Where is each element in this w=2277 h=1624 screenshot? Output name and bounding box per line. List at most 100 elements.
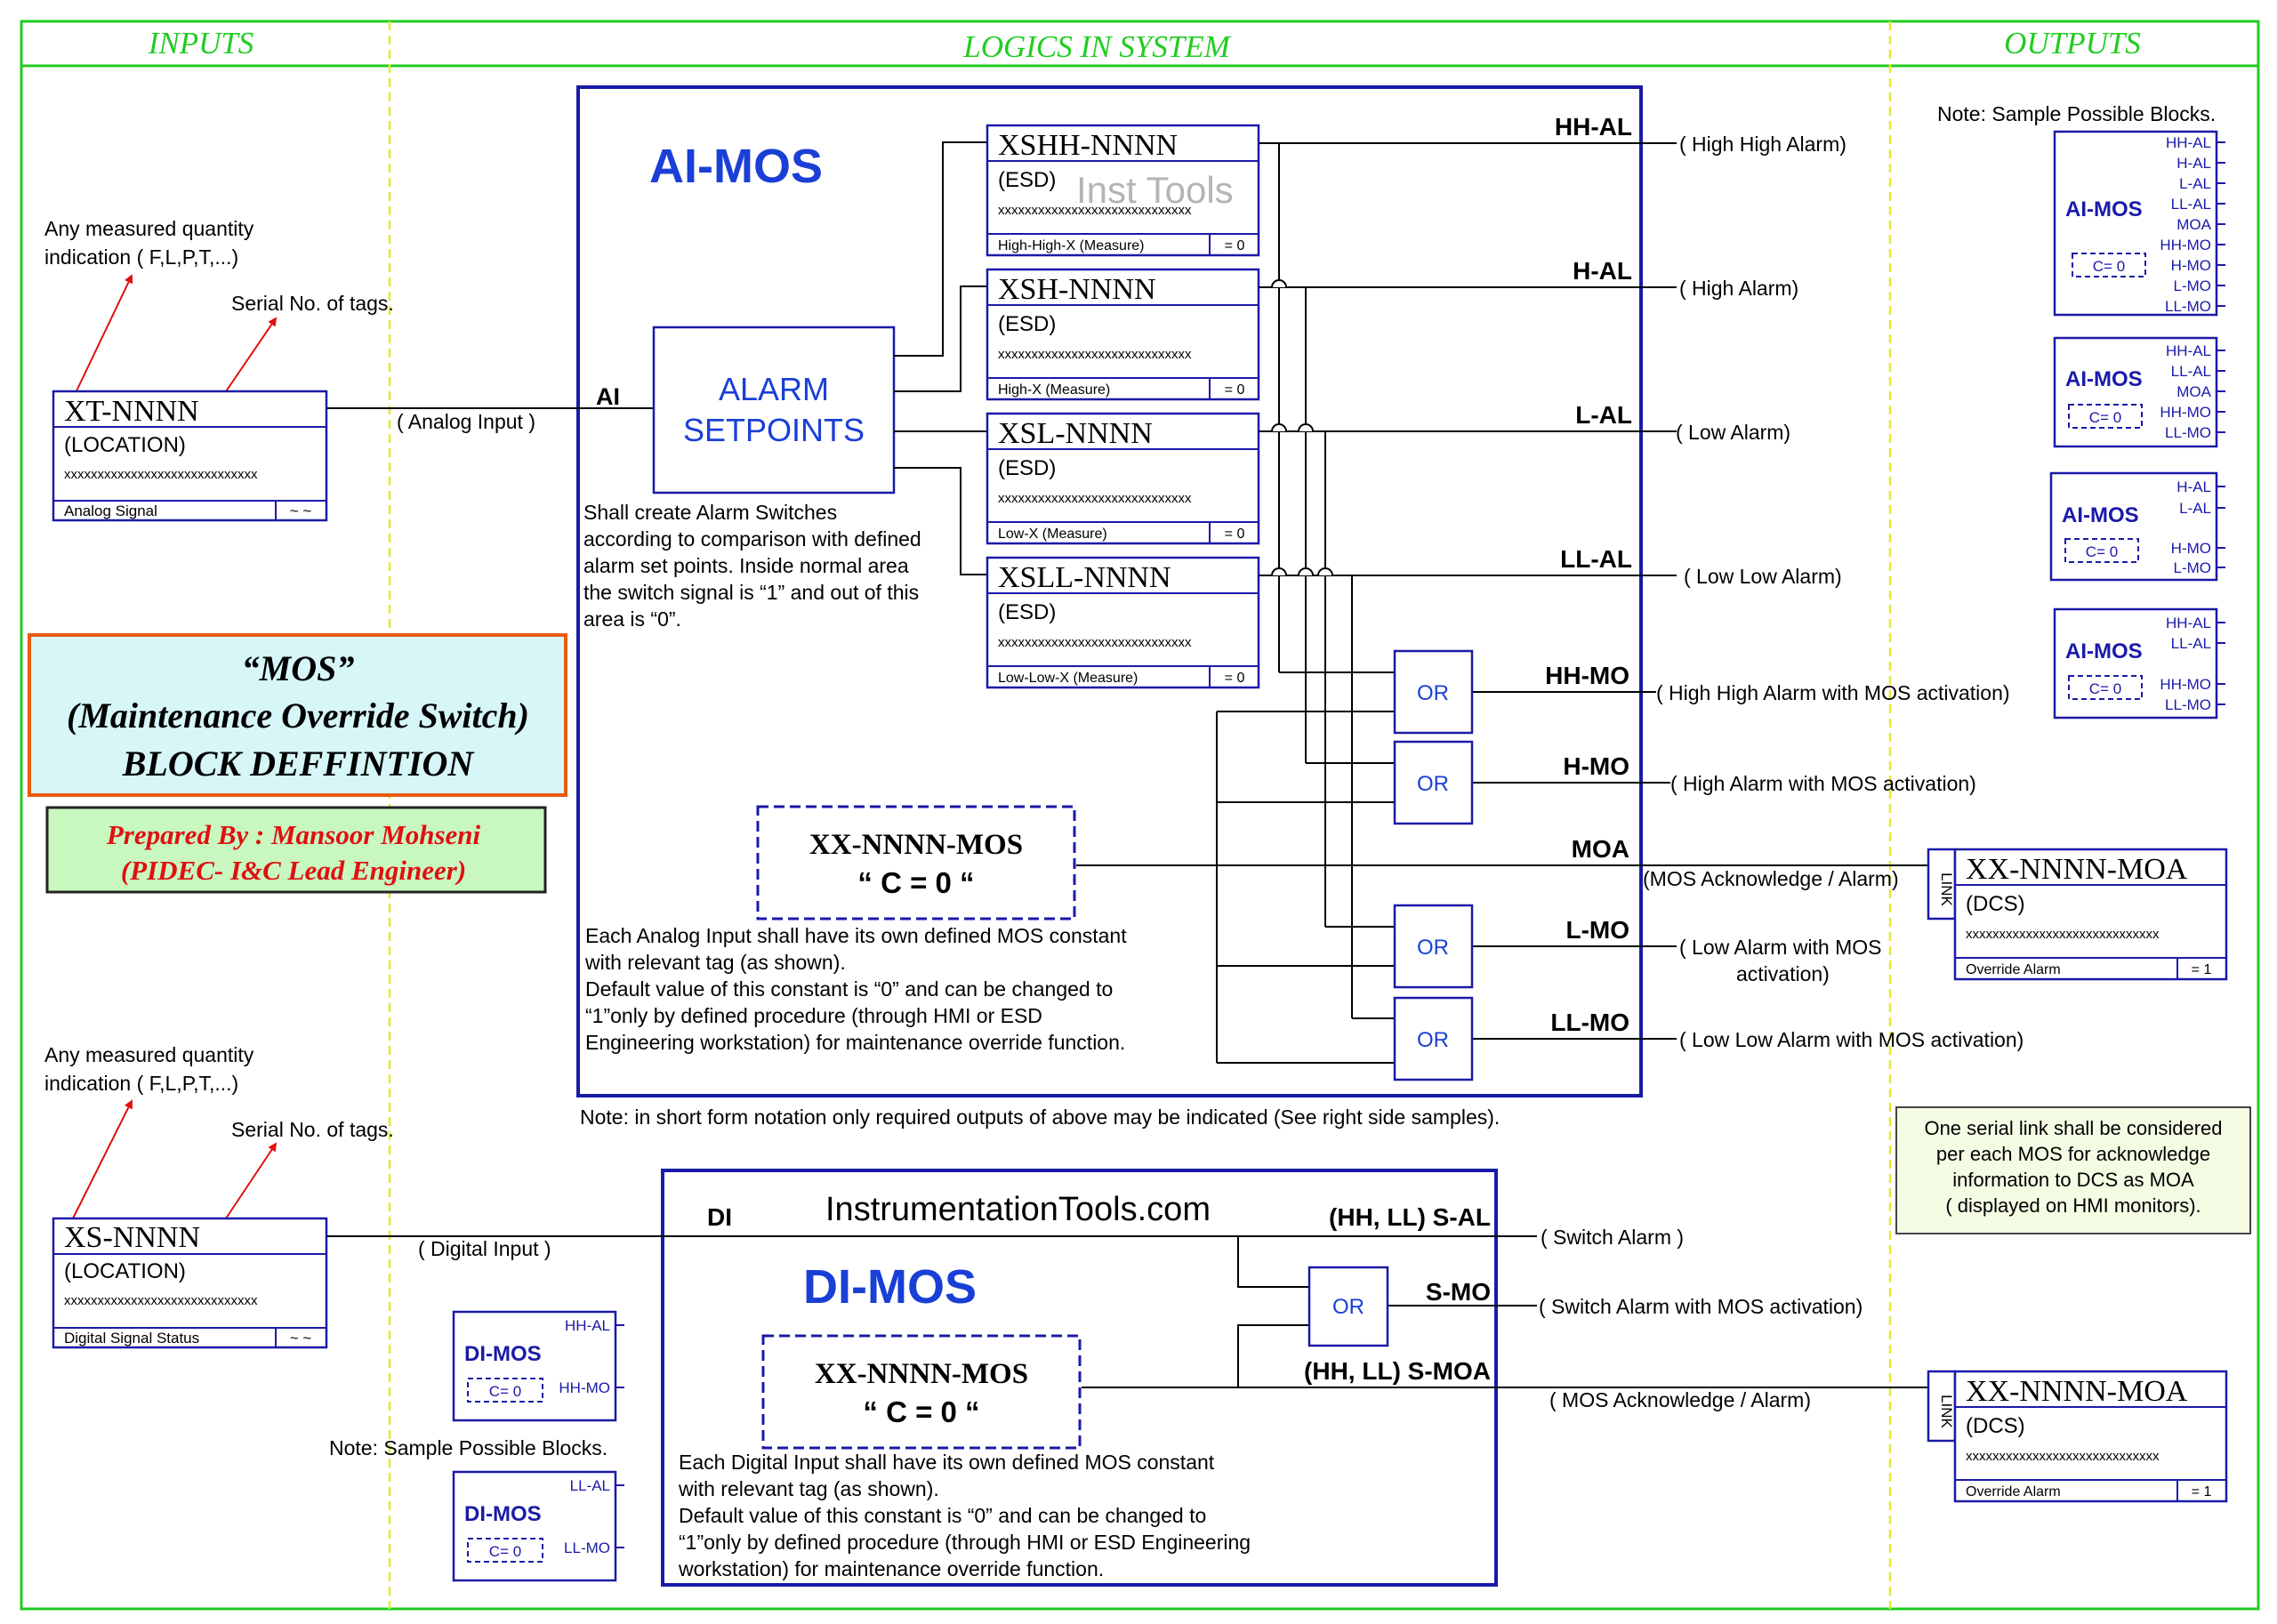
annotation-text: indication ( F,L,P,T,...) (44, 1072, 238, 1095)
port-label: MOA (1572, 835, 1629, 863)
sample-port: LL-AL (2171, 196, 2211, 213)
sample-port: LL-MO (2165, 696, 2211, 713)
tag-footer-left: Digital Signal Status (64, 1330, 199, 1347)
tag-location: (LOCATION) (64, 1259, 186, 1283)
switch-footer-left: High-X (Measure) (998, 382, 1110, 398)
annotation-text: Any measured quantity (44, 1043, 254, 1066)
moa-tag-number: XX-NNNN-MOA (1966, 1375, 2188, 1408)
sample-port: LL-AL (2171, 635, 2211, 652)
output-desc: ( Low Alarm) (1676, 421, 1790, 444)
mos-desc-line: with relevant tag (as shown). (678, 1477, 939, 1500)
link-note-line: per each MOS for acknowledge (1936, 1143, 2210, 1165)
sample-title: AI-MOS (2065, 367, 2143, 391)
switch-tag: XSHH-NNNN (998, 129, 1178, 162)
tag-number: XS-NNNN (64, 1221, 200, 1254)
output-desc: ( Switch Alarm with MOS activation) (1539, 1295, 1863, 1318)
moa-tag-footer-right: = 1 (2192, 962, 2212, 977)
prepared-line-2: (PIDEC- I&C Lead Engineer) (121, 855, 466, 886)
alarm-setpoints-box: ALARM SETPOINTS (652, 326, 896, 494)
setpoints-label-1: ALARM (719, 371, 829, 407)
sample-port: L-AL (2179, 500, 2211, 517)
sample-port: L-MO (2174, 277, 2212, 294)
mos-tag: XX-NNNN-MOS (815, 1358, 1028, 1390)
sample-port: LL-MO (2165, 424, 2211, 441)
setpoint-desc-line: area is “0”. (583, 607, 681, 631)
sample-title: DI-MOS (464, 1342, 542, 1366)
di-mos-title: DI-MOS (803, 1260, 977, 1314)
moa-tag-di: LINK XX-NNNN-MOA (DCS) xxxxxxxxxxxxxxxxx… (1927, 1370, 2228, 1503)
port-label: L-MO (1565, 916, 1629, 944)
site-watermark: InstrumentationTools.com (825, 1191, 1211, 1228)
or-gate-ll: OR (1393, 996, 1474, 1081)
input-annotations-ai: Any measured quantity indication ( F,L,P… (44, 217, 394, 399)
port-label: L-AL (1575, 401, 1632, 429)
red-arrow (221, 1142, 278, 1225)
sample-constant: C= 0 (489, 1383, 521, 1400)
tag-description: xxxxxxxxxxxxxxxxxxxxxxxxxxxxx (64, 1293, 258, 1308)
sample-title: AI-MOS (2065, 197, 2143, 221)
mos-desc-line: workstation) for maintenance override fu… (678, 1557, 1104, 1580)
sample-port: H-AL (2176, 155, 2211, 172)
switch-xsl: XSL-NNNN (ESD) xxxxxxxxxxxxxxxxxxxxxxxxx… (986, 412, 1260, 545)
tag-xs-nnnn: XS-NNNN (LOCATION) xxxxxxxxxxxxxxxxxxxxx… (52, 1217, 328, 1349)
switch-footer-left: Low-Low-X (Measure) (998, 671, 1138, 686)
port-label: S-MO (1426, 1278, 1491, 1306)
port-label: (HH, LL) S-AL (1329, 1203, 1491, 1231)
link-label: LINK (1938, 1395, 1955, 1428)
mos-desc-line: “1”only by defined procedure (through HM… (679, 1531, 1251, 1554)
link-note-line: information to DCS as MOA (1952, 1169, 2194, 1191)
mos-constant: “ C = 0 “ (857, 866, 974, 899)
switch-xshh: XSHH-NNNN (ESD) xxxxxxxxxxxxxxxxxxxxxxxx… (986, 124, 1260, 257)
ai-mos-constant-box: XX-NNNN-MOS “ C = 0 “ (756, 805, 1076, 921)
moa-tag-sub: (DCS) (1966, 892, 2025, 916)
switch-footer-right: = 0 (1225, 671, 1245, 686)
column-header-logics: LOGICS IN SYSTEM (962, 29, 1231, 64)
annotation-text: Serial No. of tags. (231, 1118, 394, 1141)
port-label: LL-AL (1560, 545, 1632, 573)
sample-port: MOA (2176, 216, 2211, 233)
sample-port: LL-AL (2171, 363, 2211, 380)
red-arrow (221, 317, 278, 398)
tag-footer-right: ~ ~ (290, 502, 312, 519)
sample-port: L-AL (2179, 175, 2211, 192)
port-label: HH-MO (1545, 662, 1629, 689)
input-annotations-di: Any measured quantity indication ( F,L,P… (44, 1043, 394, 1225)
port-label: H-MO (1563, 752, 1629, 780)
switch-footer-right: = 0 (1225, 527, 1245, 542)
switch-xsh: XSH-NNNN (ESD) xxxxxxxxxxxxxxxxxxxxxxxxx… (986, 268, 1260, 401)
sample-port: L-MO (2174, 559, 2212, 576)
watermark-inst-tools: Inst Tools (1076, 169, 1234, 211)
switch-tag: XSL-NNNN (998, 417, 1153, 450)
analog-input-label: ( Analog Input ) (397, 410, 535, 433)
tag-location: (LOCATION) (64, 433, 186, 457)
mos-desc-line: Each Analog Input shall have its own def… (585, 924, 1127, 947)
switch-sub: (ESD) (998, 600, 1056, 624)
prepared-line-1: Prepared By : Mansoor Mohseni (106, 819, 481, 850)
moa-tag-number: XX-NNNN-MOA (1966, 853, 2188, 886)
switch-tag: XSLL-NNNN (998, 561, 1171, 594)
moa-tag-desc: xxxxxxxxxxxxxxxxxxxxxxxxxxxxx (1966, 927, 2160, 942)
di-mos-block: DI InstrumentationTools.com DI-MOS (661, 1169, 1498, 1587)
moa-tag-sub: (DCS) (1966, 1414, 2025, 1438)
output-desc: ( Low Alarm with MOS (1679, 936, 1882, 959)
ai-output-wires (1641, 142, 1928, 1040)
moa-tag-footer-left: Override Alarm (1966, 962, 2061, 977)
title-box: “MOS” (Maintenance Override Switch) BLOC… (28, 633, 567, 797)
di-output-descriptions: ( Switch Alarm ) ( Switch Alarm with MOS… (1539, 1226, 1863, 1411)
output-desc: activation) (1736, 962, 1830, 985)
mos-desc-line: Engineering workstation) for maintenance… (585, 1031, 1125, 1054)
switch-desc: xxxxxxxxxxxxxxxxxxxxxxxxxxxxx (998, 491, 1192, 506)
moa-tag-footer-right: = 1 (2192, 1484, 2212, 1499)
mos-constant: “ C = 0 “ (863, 1395, 979, 1428)
switch-footer-right: = 0 (1225, 238, 1245, 253)
port-label: HH-AL (1555, 113, 1632, 141)
switch-sub: (ESD) (998, 312, 1056, 336)
moa-tag-desc: xxxxxxxxxxxxxxxxxxxxxxxxxxxxx (1966, 1449, 2160, 1464)
setpoints-label-2: SETPOINTS (683, 412, 865, 448)
setpoint-desc-line: alarm set points. Inside normal area (583, 554, 909, 577)
setpoint-desc-line: according to comparison with defined (583, 527, 921, 551)
tag-number: XT-NNNN (64, 395, 199, 428)
sample-port: LL-AL (570, 1477, 610, 1494)
link-label: LINK (1938, 872, 1955, 906)
switch-xsll: XSLL-NNNN (ESD) xxxxxxxxxxxxxxxxxxxxxxxx… (986, 556, 1260, 689)
